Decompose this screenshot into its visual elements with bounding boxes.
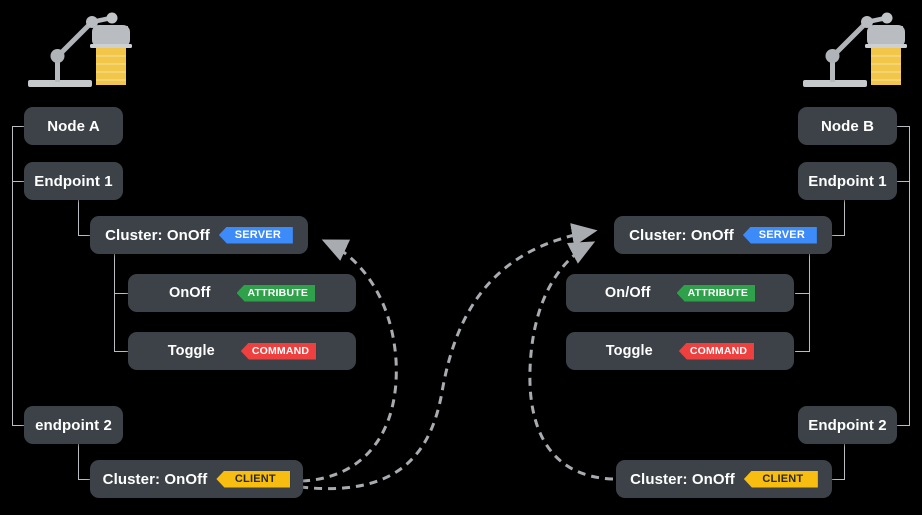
- left-command-row[interactable]: Toggle COMMAND: [128, 332, 356, 370]
- right-endpoint1-box[interactable]: Endpoint 1: [798, 162, 897, 200]
- server-badge-left: SERVER: [218, 226, 293, 244]
- left-cmd-branch-h: [114, 351, 128, 352]
- left-cluster-client-box[interactable]: Cluster: OnOff CLIENT: [90, 460, 303, 498]
- left-endpoint1-label: Endpoint 1: [34, 172, 113, 190]
- right-ep2-branch-h: [831, 479, 845, 480]
- desk-lamp-icon-right: [803, 12, 907, 87]
- right-cluster-server-label: Cluster: OnOff: [629, 226, 734, 244]
- right-ep2-branch-v: [844, 444, 845, 479]
- right-node-label: Node B: [820, 117, 875, 135]
- right-cmd-branch-h: [795, 351, 810, 352]
- command-badge-left: COMMAND: [240, 342, 317, 360]
- right-endpoint1-label: Endpoint 1: [808, 172, 887, 190]
- right-stub-node: [897, 126, 910, 127]
- command-badge-right: COMMAND: [678, 342, 755, 360]
- right-command-row[interactable]: Toggle COMMAND: [566, 332, 794, 370]
- right-stub-endpoint1: [897, 181, 910, 182]
- desk-lamp-icon-left: [28, 12, 132, 87]
- attribute-badge-right: ATTRIBUTE: [676, 284, 756, 302]
- left-cluster-server-label: Cluster: OnOff: [105, 226, 210, 244]
- right-stub-endpoint2: [897, 425, 910, 426]
- left-stub-endpoint1: [12, 181, 25, 182]
- left-command-label: Toggle: [167, 343, 215, 359]
- left-cluster-branch-v: [114, 254, 115, 351]
- right-ep1-branch-h: [831, 235, 845, 236]
- attribute-badge-left: ATTRIBUTE: [236, 284, 316, 302]
- left-attr-branch-h: [114, 293, 128, 294]
- left-endpoint1-box[interactable]: Endpoint 1: [24, 162, 123, 200]
- right-command-label: Toggle: [605, 343, 653, 359]
- right-ep1-branch-v: [844, 200, 845, 235]
- left-stub-endpoint2: [12, 425, 25, 426]
- server-badge-right: SERVER: [742, 226, 817, 244]
- left-trunk-line: [12, 126, 13, 425]
- right-cluster-branch-v: [809, 254, 810, 351]
- left-cluster-server-box[interactable]: Cluster: OnOff SERVER: [90, 216, 308, 254]
- client-badge-left: CLIENT: [216, 470, 291, 488]
- left-node-label: Node A: [47, 117, 100, 135]
- right-attribute-row[interactable]: On/Off ATTRIBUTE: [566, 274, 794, 312]
- right-attr-branch-h: [795, 293, 810, 294]
- left-ep1-branch-v: [78, 200, 79, 235]
- right-trunk-line: [909, 126, 910, 425]
- left-stub-node: [12, 126, 25, 127]
- right-cluster-client-label: Cluster: OnOff: [630, 470, 735, 488]
- client-badge-right: CLIENT: [743, 470, 818, 488]
- left-attribute-label: OnOff: [168, 285, 211, 301]
- left-endpoint2-box[interactable]: endpoint 2: [24, 406, 123, 444]
- right-cluster-server-box[interactable]: Cluster: OnOff SERVER: [614, 216, 832, 254]
- right-endpoint2-label: Endpoint 2: [808, 416, 887, 434]
- right-node-box[interactable]: Node B: [798, 107, 897, 145]
- left-ep2-branch-v: [78, 444, 79, 479]
- left-ep2-branch-h: [78, 479, 91, 480]
- right-cluster-client-box[interactable]: Cluster: OnOff CLIENT: [616, 460, 832, 498]
- right-endpoint2-box[interactable]: Endpoint 2: [798, 406, 897, 444]
- left-attribute-row[interactable]: OnOff ATTRIBUTE: [128, 274, 356, 312]
- left-node-box[interactable]: Node A: [24, 107, 123, 145]
- left-ep1-branch-h: [78, 235, 91, 236]
- left-endpoint2-label: endpoint 2: [35, 416, 112, 434]
- right-attribute-label: On/Off: [604, 285, 651, 301]
- left-cluster-client-label: Cluster: OnOff: [102, 470, 208, 488]
